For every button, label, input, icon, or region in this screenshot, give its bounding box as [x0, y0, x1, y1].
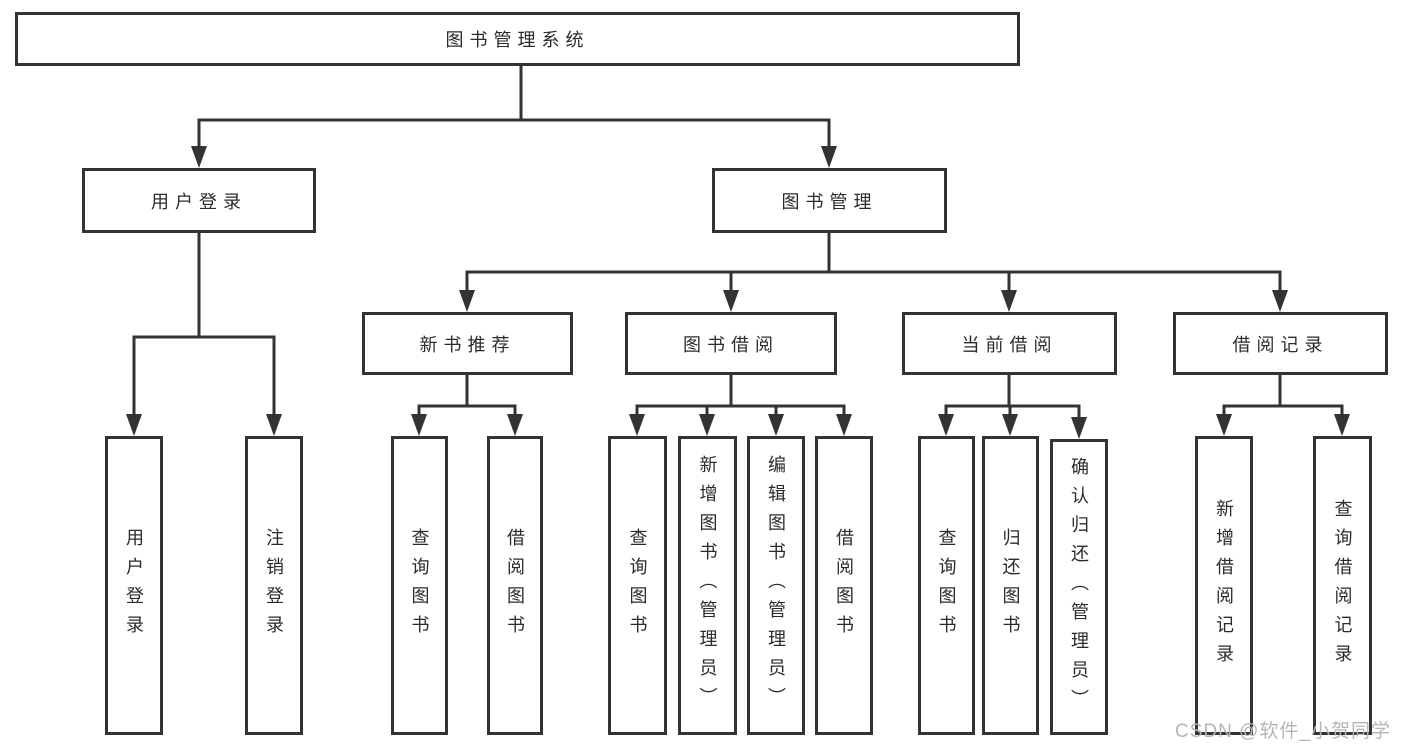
- leaf-add-borrow-record: 新增借阅记录: [1195, 436, 1253, 735]
- leaf-query-books-borrow: 查询图书: [608, 436, 667, 735]
- leaf-confirm-return-admin: 确认归还（管理员）: [1050, 439, 1108, 735]
- arrowheads: [126, 146, 1350, 439]
- node-book-borrow: 图书借阅: [625, 312, 837, 375]
- node-book-management: 图书管理: [712, 168, 947, 233]
- leaf-query-books-current: 查询图书: [918, 436, 975, 735]
- node-label: 新增图书（管理员）: [697, 455, 718, 716]
- node-user-login: 用户登录: [82, 168, 316, 233]
- node-label: 查询图书: [936, 527, 957, 644]
- node-label: 图书管理系统: [445, 30, 590, 50]
- node-label: 借阅图书: [834, 527, 854, 644]
- leaf-user-login: 用户登录: [105, 436, 163, 735]
- node-label: 确认归还（管理员）: [1069, 456, 1089, 718]
- leaf-borrow-books: 借阅图书: [815, 436, 873, 735]
- node-label: 借阅记录: [1232, 334, 1329, 355]
- node-system-root: 图书管理系统: [15, 12, 1020, 66]
- leaf-add-book-admin: 新增图书（管理员）: [678, 436, 737, 735]
- node-borrow-record: 借阅记录: [1173, 312, 1388, 375]
- node-label: 借阅图书: [505, 527, 525, 644]
- node-current-borrow: 当前借阅: [902, 312, 1117, 375]
- node-label: 用户登录: [151, 191, 247, 212]
- node-label: 新增借阅记录: [1214, 498, 1234, 673]
- node-label: 注销登录: [264, 527, 284, 644]
- node-label: 用户登录: [124, 527, 144, 644]
- leaf-logout: 注销登录: [245, 436, 303, 735]
- leaf-query-borrow-record: 查询借阅记录: [1313, 436, 1372, 735]
- leaf-query-books-recommend: 查询图书: [391, 436, 448, 735]
- leaf-edit-book-admin: 编辑图书（管理员）: [747, 436, 805, 735]
- node-label: 归还图书: [1000, 527, 1021, 644]
- node-label: 查询图书: [627, 527, 648, 644]
- node-label: 图书管理: [781, 191, 878, 212]
- node-new-book-recommend: 新书推荐: [362, 312, 573, 375]
- node-label: 当前借阅: [961, 334, 1058, 355]
- leaf-return-book: 归还图书: [982, 436, 1039, 735]
- leaf-borrow-books-recommend: 借阅图书: [487, 436, 543, 735]
- node-label: 新书推荐: [419, 334, 516, 355]
- node-label: 编辑图书（管理员）: [766, 455, 786, 716]
- node-label: 图书借阅: [683, 334, 779, 355]
- node-label: 查询借阅记录: [1332, 498, 1353, 673]
- node-label: 查询图书: [409, 527, 430, 644]
- csdn-watermark: CSDN @软件_小贺同学: [1175, 721, 1391, 742]
